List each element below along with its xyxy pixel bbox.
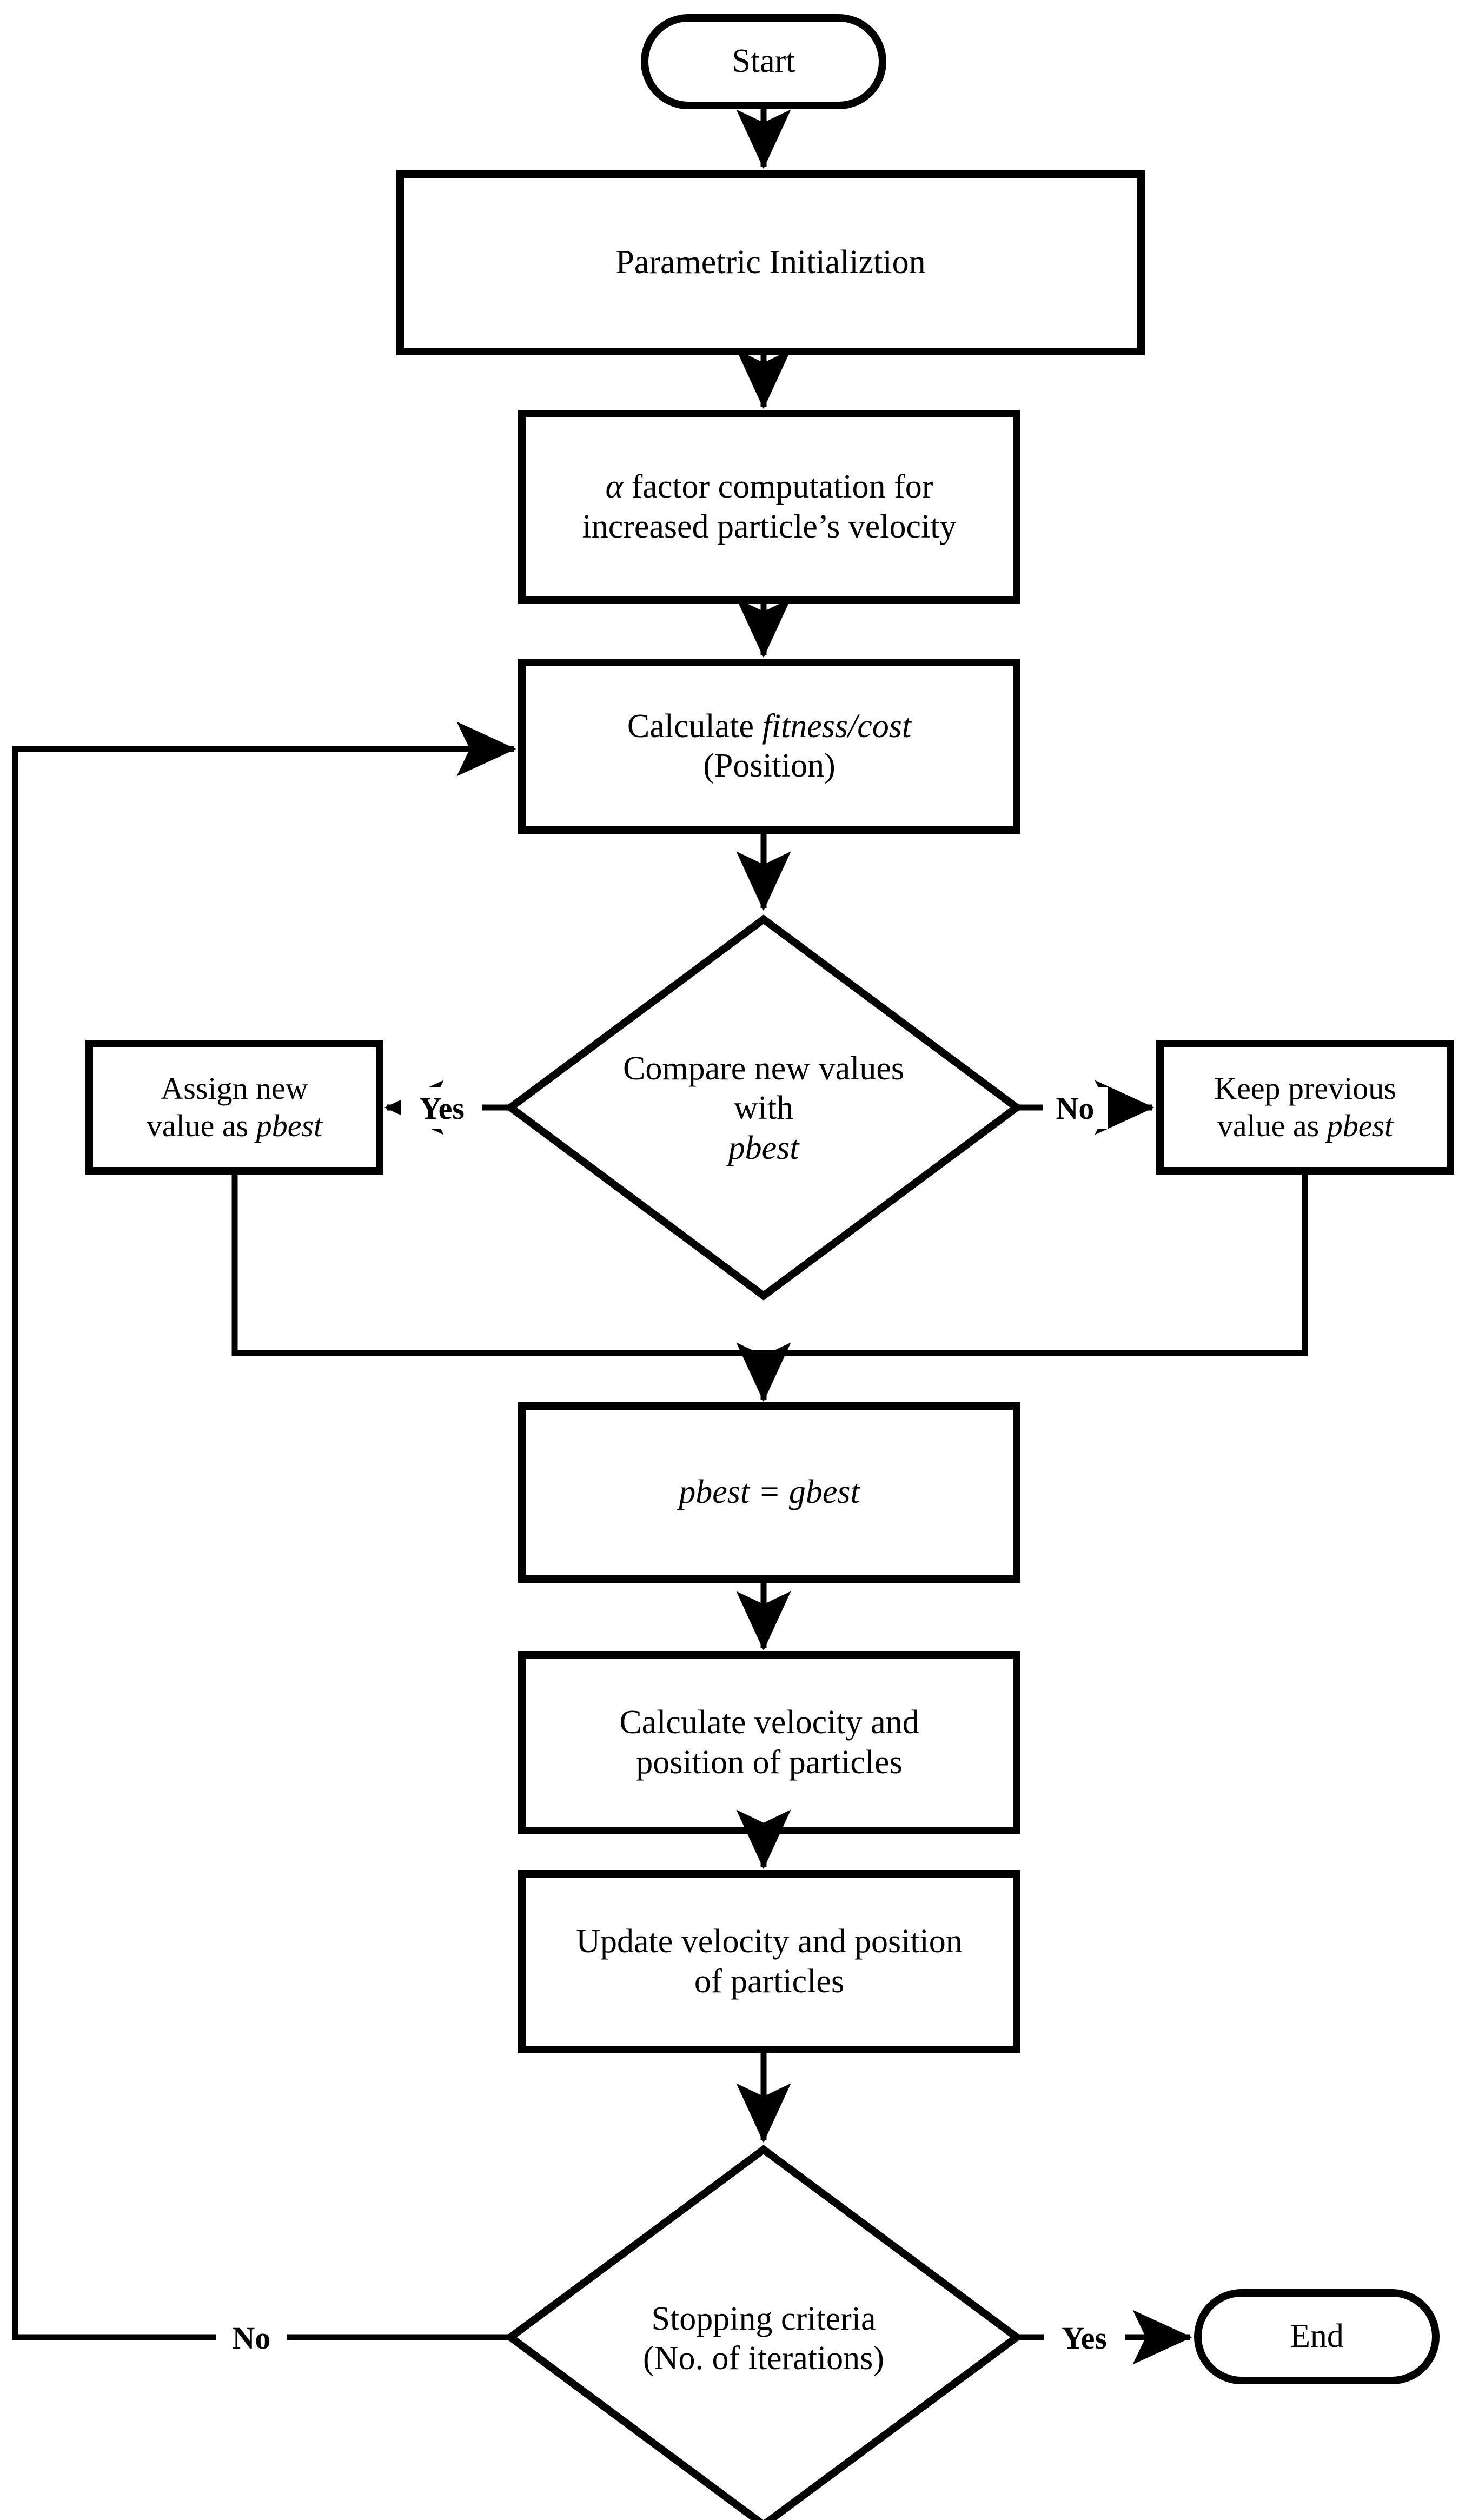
edge-label-compare-no: No [1043,1087,1108,1129]
node-stopping-shape [504,2145,1023,2520]
edge-label-stopping-no: No [216,2317,287,2359]
node-fitness-shape [518,659,1020,834]
edge-label-compare-yes: Yes [401,1087,482,1129]
node-updatevp-shape [518,1870,1020,2053]
edge-label-stopping-yes: Yes [1044,2317,1125,2359]
node-alpha-shape [518,410,1020,604]
node-pbestgbest-shape [518,1402,1020,1583]
node-start-shape [641,14,886,109]
node-end-shape [1194,2289,1440,2384]
node-assign-shape [85,1040,383,1175]
node-keep-shape [1156,1040,1454,1175]
node-init-shape [396,170,1145,355]
node-calcvp-shape [518,1651,1020,1834]
node-compare-shape [504,914,1023,1301]
